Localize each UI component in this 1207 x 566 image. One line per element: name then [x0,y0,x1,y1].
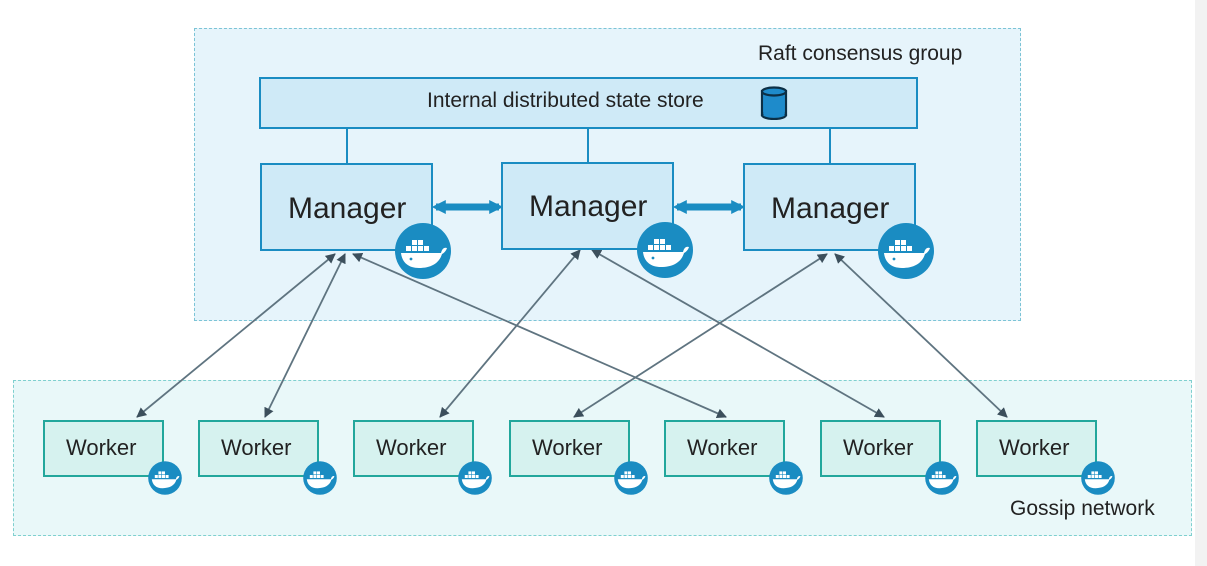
docker-whale-icon [303,461,337,495]
worker-node [820,420,941,477]
manager-node [501,162,674,250]
worker-node [353,420,474,477]
worker-label: Worker [66,435,137,460]
worker-label: Worker [843,435,914,460]
raft-group-label: Raft consensus group [758,42,963,65]
docker-whale-icon [769,461,803,495]
docker-whale-icon [395,223,451,279]
gossip-network-label: Gossip network [1010,497,1155,520]
docker-whale-icon [614,461,648,495]
worker-node [43,420,164,477]
worker-node [509,420,630,477]
worker-label: Worker [687,435,758,460]
worker-node [976,420,1097,477]
manager-node [743,163,916,251]
worker-manager-links [136,249,1008,418]
store-connector-3 [829,129,831,163]
manager-label: Manager [288,192,407,225]
right-edge-strip [1195,0,1207,566]
worker-label: Worker [532,435,603,460]
worker-label: Worker [999,435,1070,460]
state-store-box [259,77,918,129]
database-icon [760,86,788,120]
link-worker-2-manager-1 [264,253,346,418]
docker-whale-icon [458,461,492,495]
store-connector-2 [587,129,589,162]
link-worker-4-manager-3 [573,253,828,418]
docker-whale-icon [148,461,182,495]
link-worker-3-manager-2 [439,249,581,418]
docker-whale-icon [925,461,959,495]
docker-whale-icon [878,223,934,279]
link-worker-7-manager-3 [834,253,1008,418]
docker-whale-icon [1081,461,1115,495]
worker-label: Worker [376,435,447,460]
worker-node [198,420,319,477]
docker-whale-icon [637,222,693,278]
manager-label: Manager [529,190,648,223]
manager-label: Manager [771,192,890,225]
store-connector-1 [346,129,348,163]
state-store-label: Internal distributed state store [427,89,704,112]
worker-node [664,420,785,477]
worker-label: Worker [221,435,292,460]
